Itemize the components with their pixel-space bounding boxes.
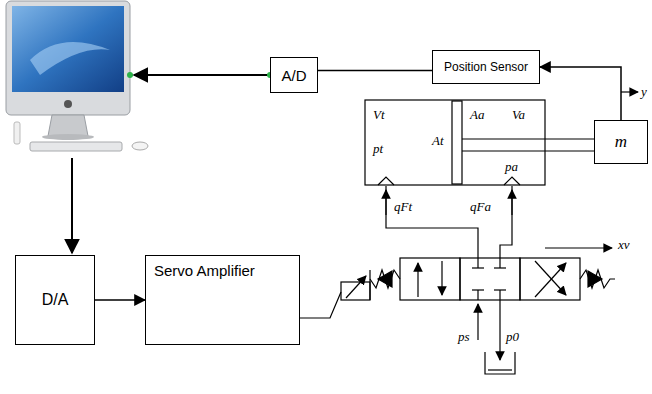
symbol-label: xv bbox=[618, 238, 630, 251]
symbol-label: y bbox=[641, 85, 647, 98]
node-text: Servo Amplifier bbox=[154, 262, 255, 279]
amplifier-box: Servo Amplifier bbox=[145, 255, 300, 345]
symbol-label: At bbox=[432, 134, 444, 147]
mass-box: m bbox=[594, 120, 648, 164]
symbol-label: qFa bbox=[470, 200, 491, 213]
symbol-label: Aa bbox=[470, 108, 484, 121]
sensor-box: Position Sensor bbox=[432, 50, 540, 84]
symbol-label: p0 bbox=[506, 330, 519, 343]
symbol-label: pa bbox=[505, 160, 518, 173]
computer bbox=[6, 1, 148, 151]
converter-box: A/D bbox=[270, 57, 318, 93]
symbol-label: Va bbox=[512, 108, 525, 121]
converter-box: D/A bbox=[15, 255, 95, 345]
symbol-label: ps bbox=[458, 330, 470, 343]
signal-line bbox=[318, 70, 432, 72]
symbol-label: pt bbox=[373, 142, 383, 155]
node-text: A/D bbox=[281, 67, 306, 84]
servo-valve bbox=[341, 248, 615, 374]
signal-line bbox=[95, 299, 145, 301]
node-text: D/A bbox=[42, 291, 69, 309]
node-text: m bbox=[615, 132, 627, 152]
node-text: Position Sensor bbox=[444, 60, 528, 74]
symbol-label: Vt bbox=[373, 108, 385, 121]
hydraulic-cylinder bbox=[365, 100, 594, 185]
symbol-label: qFt bbox=[394, 200, 412, 213]
signal-line bbox=[540, 67, 621, 120]
